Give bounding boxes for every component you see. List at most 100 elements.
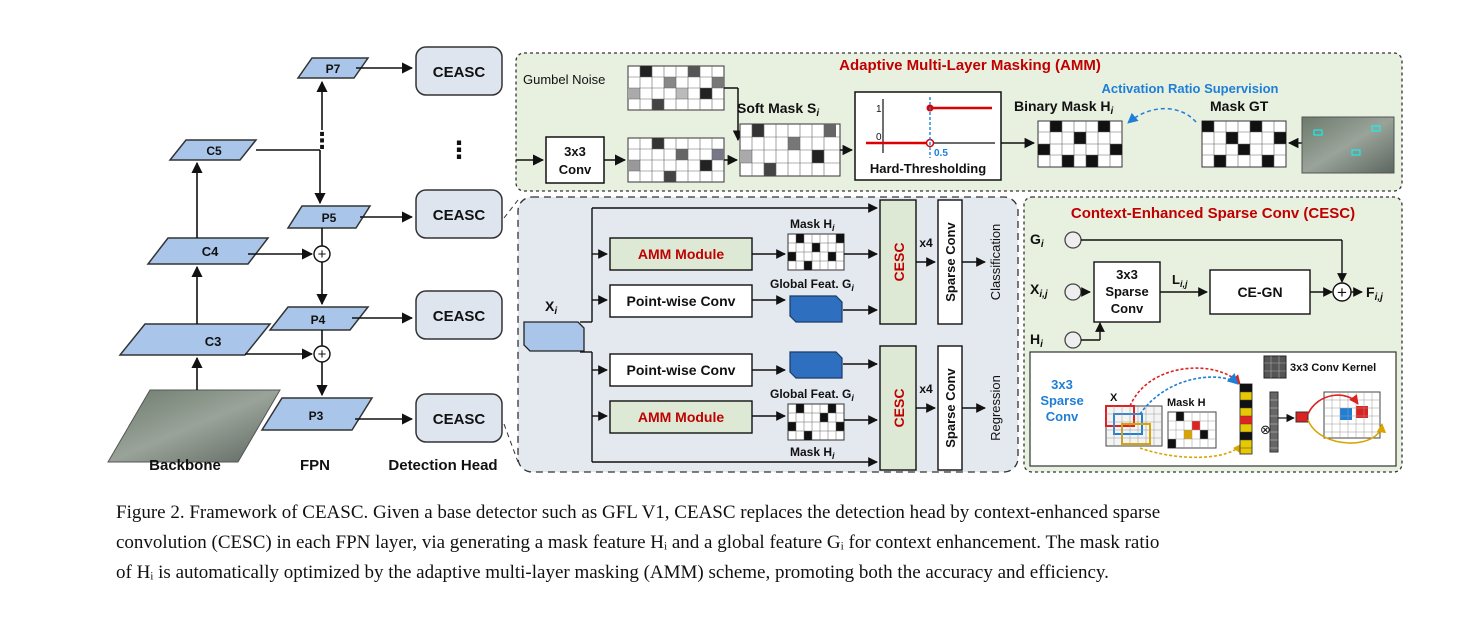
inset-mask-label: Mask H xyxy=(1167,397,1206,409)
cesc-h-label: Hi xyxy=(1030,331,1043,350)
svg-text:+: + xyxy=(318,246,327,263)
c5-label: C5 xyxy=(206,144,222,158)
x4-bottom: x4 xyxy=(919,382,933,396)
soft-mask-label: Soft Mask Si xyxy=(737,100,819,119)
sparse-conv-top-label: Sparse Conv xyxy=(943,221,958,301)
amm-module-bottom xyxy=(609,400,753,434)
backbone-image xyxy=(107,389,281,463)
ce-gn-label: CE-GN xyxy=(1237,284,1282,300)
fpn-p5 xyxy=(286,205,372,229)
cesc-x-label: Xi,j xyxy=(1030,281,1048,300)
classification-label: Classification xyxy=(988,224,1003,301)
tick-one: 1 xyxy=(876,104,882,115)
mask-bottom-label: Mask Hi xyxy=(790,445,835,461)
amm-conv-label: 3x3 xyxy=(564,144,586,159)
mask-gt-image xyxy=(1301,116,1395,174)
amm-title: Adaptive Multi-Layer Masking (AMM) xyxy=(839,57,1101,74)
pointwise-bottom xyxy=(609,353,753,387)
conv-kernel-icon xyxy=(1263,355,1287,379)
figure-caption: Figure 2. Framework of CEASC. Given a ba… xyxy=(116,498,1386,588)
amm-module-top xyxy=(609,237,753,271)
cesc-bottom-label: CESC xyxy=(891,389,907,428)
backbone-title: Backbone xyxy=(149,457,221,474)
kernel-label: 3x3 Conv Kernel xyxy=(1290,362,1376,374)
fpn-p7 xyxy=(296,57,370,79)
soft-mask-grid xyxy=(739,123,841,177)
hard-threshold-label: Hard-Thresholding xyxy=(870,161,986,176)
p7-label: P7 xyxy=(326,62,341,76)
cesc-sparse-conv-box xyxy=(1093,261,1161,323)
backbone-c4 xyxy=(146,237,270,265)
backbone: C3 C4 C5 Backbone xyxy=(107,139,281,474)
tick-half: 0.5 xyxy=(934,148,948,159)
ceasc-box-p4 xyxy=(415,290,503,340)
output-column xyxy=(1239,383,1253,455)
cesc-panel: Context-Enhanced Sparse Conv (CESC) Gi X… xyxy=(1023,196,1403,473)
inset-label: Conv xyxy=(1046,409,1079,424)
mask-bottom-grid xyxy=(787,403,845,441)
ceasc-box-p7 xyxy=(415,46,503,96)
ceasc-label: CEASC xyxy=(433,207,486,224)
mask-top-grid xyxy=(787,233,845,271)
tick-zero: 0 xyxy=(876,132,882,143)
ce-gn-box xyxy=(1209,269,1311,315)
supervision-label: Activation Ratio Supervision xyxy=(1102,81,1279,96)
pointwise-label: Point-wise Conv xyxy=(627,362,736,378)
backbone-c3 xyxy=(118,323,272,356)
p4-label: P4 xyxy=(311,313,326,327)
svg-text:⋮: ⋮ xyxy=(311,128,333,153)
sparse-conv-bottom-label: Sparse Conv xyxy=(943,367,958,447)
input-feature xyxy=(523,321,585,352)
framework-diagram: C3 C4 C5 Backbone P7 P5 P4 P3 + + ⋮ FPN xyxy=(107,46,1403,474)
inset-x-label: X xyxy=(1110,392,1118,404)
fpn-title: FPN xyxy=(300,457,330,474)
caption-line-1: Figure 2. Framework of CEASC. Given a ba… xyxy=(116,502,1161,523)
mask-gt-label: Mask GT xyxy=(1210,98,1269,114)
amm-panel: Adaptive Multi-Layer Masking (AMM) Gumbe… xyxy=(515,52,1403,192)
global-feat-top xyxy=(789,295,843,323)
caption-line-3: of Hᵢ is automatically optimized by the … xyxy=(116,562,1109,583)
amm-module-label: AMM Module xyxy=(638,246,725,262)
inset-label: Sparse xyxy=(1040,393,1083,408)
cesc-l-label: Li,j xyxy=(1172,272,1188,289)
cesc-sparse-label: Sparse xyxy=(1105,284,1148,299)
inset-feature-grid xyxy=(1105,405,1163,447)
head-dots: ⋮ xyxy=(447,137,471,164)
c4-label: C4 xyxy=(202,244,219,259)
cesc-g-label: Gi xyxy=(1030,231,1044,250)
svg-text:⊗: ⊗ xyxy=(1260,423,1271,438)
kernel-column xyxy=(1269,391,1279,453)
cesc-bottom xyxy=(879,345,917,471)
binary-mask-label: Binary Mask Hi xyxy=(1014,98,1113,117)
regression-label: Regression xyxy=(988,375,1003,441)
cesc-title: Context-Enhanced Sparse Conv (CESC) xyxy=(1071,205,1355,222)
pointwise-top xyxy=(609,284,753,318)
cesc-sparse-label: 3x3 xyxy=(1116,267,1138,282)
head-title: Detection Head xyxy=(388,457,497,474)
x4-top: x4 xyxy=(919,236,933,250)
cesc-f-label: Fi,j xyxy=(1366,284,1383,303)
cesc-top xyxy=(879,199,917,325)
svg-text:+: + xyxy=(1337,283,1347,302)
mask-top-label: Mask Hi xyxy=(790,217,835,233)
global-feat-bottom xyxy=(789,351,843,379)
fpn: P7 P5 P4 P3 + + ⋮ FPN xyxy=(245,57,374,474)
ceasc-box-p3 xyxy=(415,393,503,443)
amm-module-label: AMM Module xyxy=(638,409,725,425)
detection-heads: CEASC CEASC CEASC CEASC ⋮ Detection Head xyxy=(352,46,519,474)
cesc-top-label: CESC xyxy=(891,243,907,282)
global-bottom-label: Global Feat. Gi xyxy=(770,387,854,403)
global-top-label: Global Feat. Gi xyxy=(770,277,854,293)
gumbel-label: Gumbel Noise xyxy=(523,72,605,87)
conv-output-grid xyxy=(627,137,725,183)
fpn-p4 xyxy=(268,306,370,331)
caption-line-2: convolution (CESC) in each FPN layer, vi… xyxy=(116,532,1160,553)
pointwise-label: Point-wise Conv xyxy=(627,293,736,309)
fpn-p3 xyxy=(260,397,374,431)
gumbel-noise-grid xyxy=(627,65,725,111)
ceasc-label: CEASC xyxy=(433,411,486,428)
head-detail-panel: Xi AMM Module Point-wise Conv Mask Hi Gl… xyxy=(517,196,1019,473)
mask-gt-grid xyxy=(1201,120,1287,168)
binary-mask-grid xyxy=(1037,120,1123,168)
p5-label: P5 xyxy=(322,211,337,225)
